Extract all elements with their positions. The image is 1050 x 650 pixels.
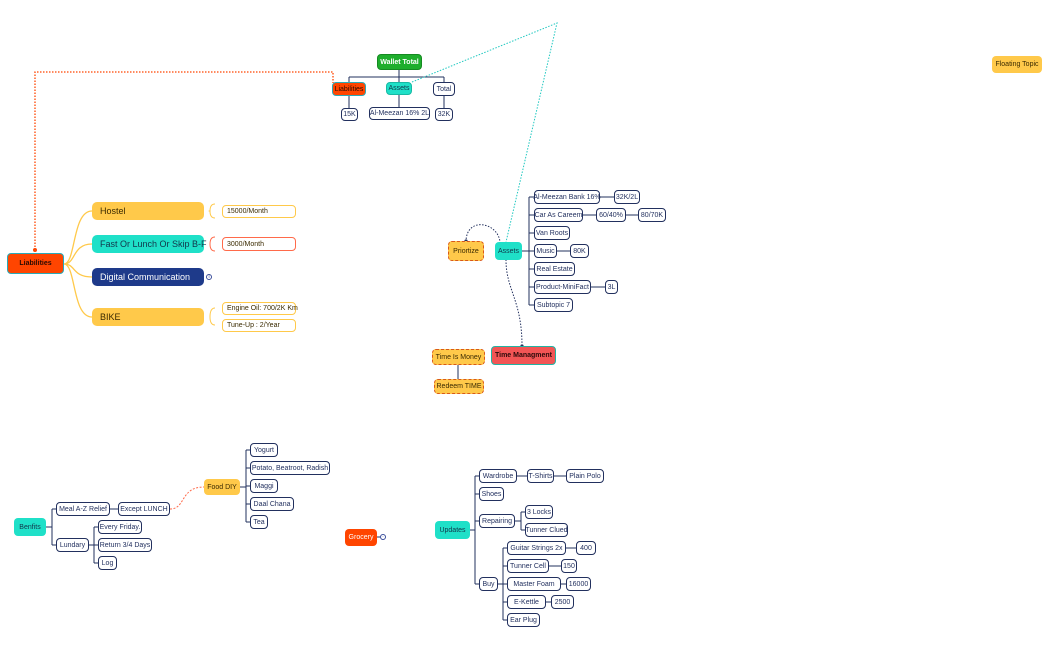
asset-product-node[interactable]: Product-MiniFact [534, 280, 591, 294]
asset-music-value[interactable]: 80K [570, 244, 589, 258]
wardrobe-node[interactable]: Wardrobe [479, 469, 517, 483]
floating-topic-node[interactable]: Floating Topic [992, 56, 1042, 73]
fast-or-lunch-node[interactable]: Fast Or Lunch Or Skip B-F [92, 235, 207, 253]
assets-root-node[interactable]: Assets [495, 242, 522, 260]
time-is-money-node[interactable]: Time Is Money [432, 349, 485, 365]
asset-real-estate-node[interactable]: Real Estate [534, 262, 575, 276]
liabilities-root-node[interactable]: Liabilities [7, 253, 64, 274]
asset-car-node[interactable]: Car As Careem [534, 208, 583, 222]
repair-locks[interactable]: 3 Locks [525, 505, 553, 519]
food-tea[interactable]: Tea [250, 515, 268, 529]
benefits-root-node[interactable]: Benfits [14, 518, 46, 536]
wallet-total-node[interactable]: Wallet Total [377, 54, 422, 70]
except-lunch-node[interactable]: Except LUNCH [118, 502, 170, 516]
food-maggi[interactable]: Maggi [250, 479, 278, 493]
hostel-node[interactable]: Hostel [92, 202, 204, 220]
digital-communication-node[interactable]: Digital Communication [92, 268, 204, 286]
redeem-time-node[interactable]: Redeem TIME [434, 379, 484, 394]
plain-polo-node[interactable]: Plain Polo [566, 469, 604, 483]
hostel-note[interactable]: 15000/Month [222, 205, 296, 218]
buy-master-foam-price[interactable]: 16000 [566, 577, 591, 591]
asset-car-ratio[interactable]: 60/40% [596, 208, 626, 222]
wallet-total-child-node[interactable]: Total [433, 82, 455, 96]
shoes-node[interactable]: Shoes [479, 487, 504, 501]
info-icon[interactable]: i [206, 274, 212, 280]
bike-note-engine-oil[interactable]: Engine Oil: 700/2K Km [222, 302, 298, 315]
prioritize-node[interactable]: Priortize [448, 241, 484, 261]
laundry-every-friday[interactable]: Every Friday. [98, 520, 142, 534]
bike-node[interactable]: BIKE [92, 308, 204, 326]
buy-ear-plug[interactable]: Ear Plug [507, 613, 540, 627]
asset-van-roots-node[interactable]: Van Roots [534, 226, 570, 240]
wallet-assets-value[interactable]: Al-Meezan 16% 2L [369, 107, 430, 120]
asset-car-amount[interactable]: 80/70K [638, 208, 666, 222]
clock-icon[interactable]: · [380, 534, 386, 540]
food-yogurt[interactable]: Yogurt [250, 443, 278, 457]
buy-tunner-cell[interactable]: Tunner Cell [507, 559, 549, 573]
food-diy-node[interactable]: Food DIY [204, 479, 240, 495]
wallet-liabilities-node[interactable]: Liabilities [332, 82, 366, 96]
asset-subtopic-node[interactable]: Subtopic 7 [534, 298, 573, 312]
wallet-total-value[interactable]: 32K [435, 108, 453, 121]
meal-relief-node[interactable]: Meal A-Z Relief [56, 502, 110, 516]
buy-tunner-cell-price[interactable]: 150 [561, 559, 577, 573]
bike-note-tune-up[interactable]: Tune-Up : 2/Year [222, 319, 296, 332]
asset-al-meezan-node[interactable]: Al-Meezan Bank 16% [533, 190, 601, 204]
laundry-log[interactable]: Log [98, 556, 117, 570]
asset-al-meezan-value[interactable]: 32K/2L [614, 190, 640, 204]
asset-product-value[interactable]: 3L [605, 280, 618, 294]
wallet-liabilities-value[interactable]: 15K [341, 108, 358, 121]
food-daal-chana[interactable]: Daal Chana [250, 497, 294, 511]
fast-or-lunch-note[interactable]: 3000/Month [222, 237, 296, 251]
time-management-node[interactable]: Time Managment [491, 346, 556, 365]
repair-tunner-clued[interactable]: Tunner Clued [525, 523, 568, 537]
updates-root-node[interactable]: Updates [435, 521, 470, 539]
food-potato[interactable]: Potato, Beatroot, Radish [250, 461, 330, 475]
buy-e-kettle-price[interactable]: 2500 [551, 595, 574, 609]
buy-guitar-strings[interactable]: Guitar Strings 2x [507, 541, 566, 555]
laundry-return-days[interactable]: Return 3/4 Days [98, 538, 152, 552]
grocery-node[interactable]: Grocery [345, 529, 377, 546]
buy-guitar-strings-price[interactable]: 400 [576, 541, 596, 555]
buy-e-kettle[interactable]: E-Kettle [507, 595, 546, 609]
asset-music-node[interactable]: Music [534, 244, 557, 258]
laundry-node[interactable]: Lundary [56, 538, 89, 552]
buy-node[interactable]: Buy [479, 577, 498, 591]
repairing-node[interactable]: Repairing [479, 514, 515, 528]
tshirts-node[interactable]: T-Shirts [527, 469, 554, 483]
buy-master-foam[interactable]: Master Foam [507, 577, 561, 591]
wallet-assets-node[interactable]: Assets [386, 82, 412, 95]
